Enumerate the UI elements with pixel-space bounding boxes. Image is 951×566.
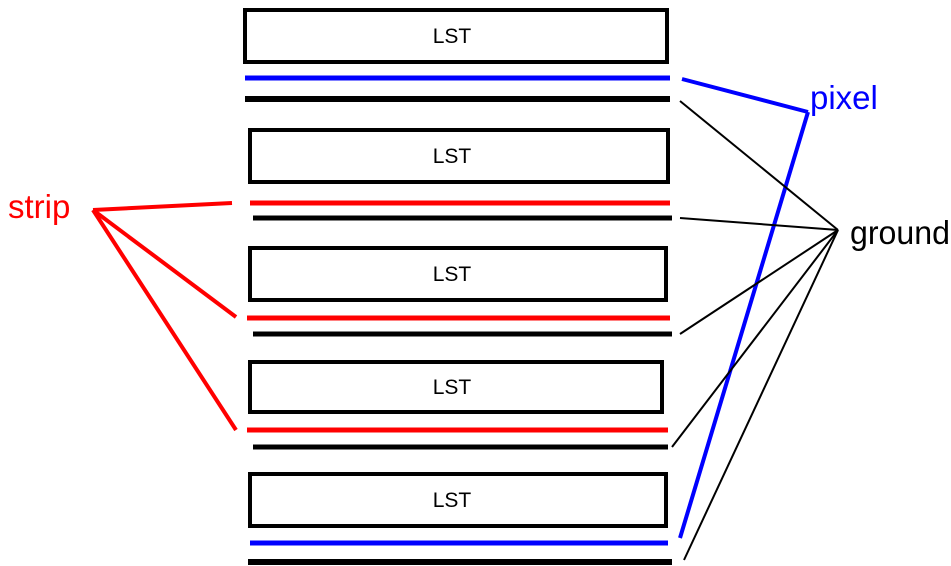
- ground-leader-5: [683, 229, 839, 561]
- ground-leader-4: [671, 229, 839, 448]
- lst-label-4: LST: [433, 376, 472, 399]
- lst-box-4: [248, 360, 664, 414]
- lst-label-3: LST: [433, 263, 472, 286]
- strip-label: strip: [8, 188, 70, 225]
- ground-label: ground: [850, 214, 950, 251]
- ground-leader-2: [679, 217, 839, 231]
- strip-leader-1: [92, 201, 233, 212]
- ground-leader-3: [679, 229, 839, 335]
- pixel-leader-bottom: [678, 111, 810, 539]
- lst-box-1: [243, 8, 669, 64]
- plane-lines: [245, 75, 672, 565]
- pixel-leader-top: [681, 77, 809, 114]
- strip-leader-2: [91, 208, 238, 319]
- pixel-leaders: [678, 77, 810, 539]
- lst-label-2: LST: [433, 145, 472, 168]
- lst-labels: LST LST LST LST LST: [433, 25, 472, 512]
- ground-leader-1: [679, 100, 839, 231]
- strip-leader-3: [91, 208, 238, 432]
- ground-leaders: [671, 100, 839, 561]
- lst-label-5: LST: [433, 489, 472, 512]
- strip-leaders: [91, 201, 238, 432]
- lst-boxes: [243, 8, 670, 528]
- lst-box-3: [248, 246, 668, 302]
- lst-label-1: LST: [433, 25, 472, 48]
- pixel-label: pixel: [810, 79, 878, 116]
- lst-box-5: [248, 472, 668, 528]
- lst-box-2: [248, 128, 670, 184]
